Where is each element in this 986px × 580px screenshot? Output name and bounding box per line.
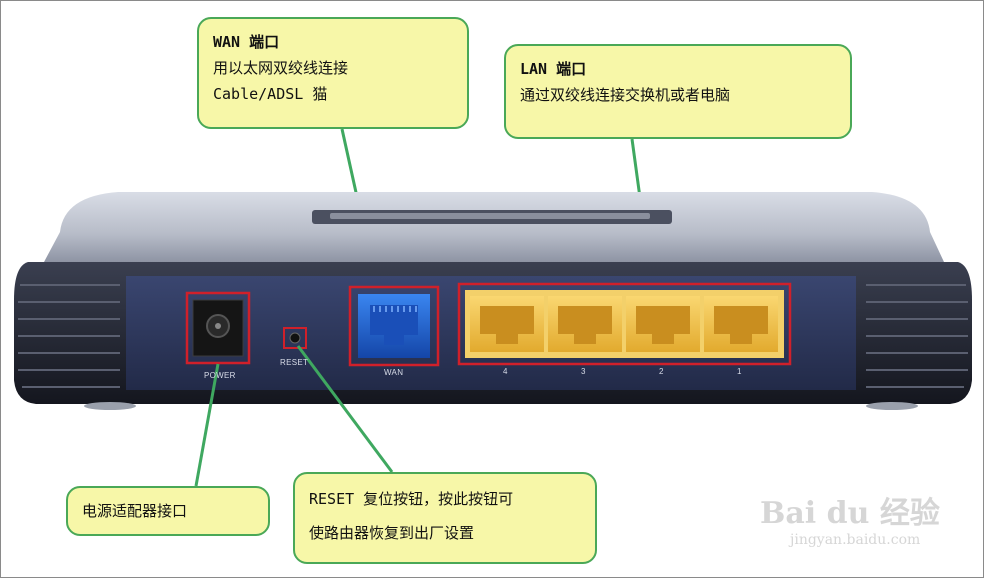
watermark-url: jingyan.baidu.com	[790, 532, 921, 548]
wan-callout: WAN 端口 用以太网双绞线连接 Cable/ADSL 猫	[197, 17, 469, 129]
power-callout-text: 电源适配器接口	[82, 502, 188, 520]
wan-highlight	[348, 285, 440, 367]
router-logo-highlight	[330, 213, 650, 219]
reset-callout-line1: RESET 复位按钮，按此按钮可	[309, 490, 514, 508]
lan-port-4	[470, 296, 544, 352]
wan-callout-line1: 用以太网双绞线连接	[213, 59, 349, 77]
lan-port-label-1: 1	[737, 367, 742, 376]
lan-highlight	[457, 282, 792, 366]
power-callout: 电源适配器接口	[66, 486, 270, 536]
power-leader-line	[194, 363, 220, 487]
lan-callout: LAN 端口 通过双绞线连接交换机或者电脑	[504, 44, 852, 139]
reset-leader-line	[296, 345, 394, 473]
wan-port-label: WAN	[384, 368, 404, 377]
wan-callout-title: WAN 端口	[213, 33, 280, 51]
reset-button	[289, 332, 301, 344]
lan-port-label-3: 3	[581, 367, 586, 376]
lan-callout-title: LAN 端口	[520, 60, 587, 78]
reset-port-label: RESET	[280, 358, 309, 367]
right-vents	[866, 284, 968, 388]
lan-port-1	[704, 296, 778, 352]
watermark-brand: Bai du 经验	[760, 496, 940, 531]
lan-port-3	[548, 296, 622, 352]
router-foot-left	[84, 402, 136, 410]
reset-highlight	[283, 327, 307, 349]
lan-port-2	[626, 296, 700, 352]
lan-callout-line1: 通过双绞线连接交换机或者电脑	[520, 86, 731, 104]
baidu-watermark-url: jingyan.baidu.com	[790, 532, 920, 548]
lan-port-label-2: 2	[659, 367, 664, 376]
reset-callout: RESET 复位按钮，按此按钮可 使路由器恢复到出厂设置	[293, 472, 597, 564]
router-foot-right	[866, 402, 918, 410]
lan-port-label-4: 4	[503, 367, 508, 376]
power-port-label: POWER	[204, 371, 236, 380]
router-top-cover	[44, 192, 944, 262]
reset-callout-line2: 使路由器恢复到出厂设置	[309, 524, 475, 542]
power-highlight	[185, 291, 251, 365]
left-vents	[18, 284, 120, 388]
wan-callout-line2: Cable/ADSL 猫	[213, 85, 328, 103]
baidu-watermark: Bai du 经验	[760, 488, 940, 532]
